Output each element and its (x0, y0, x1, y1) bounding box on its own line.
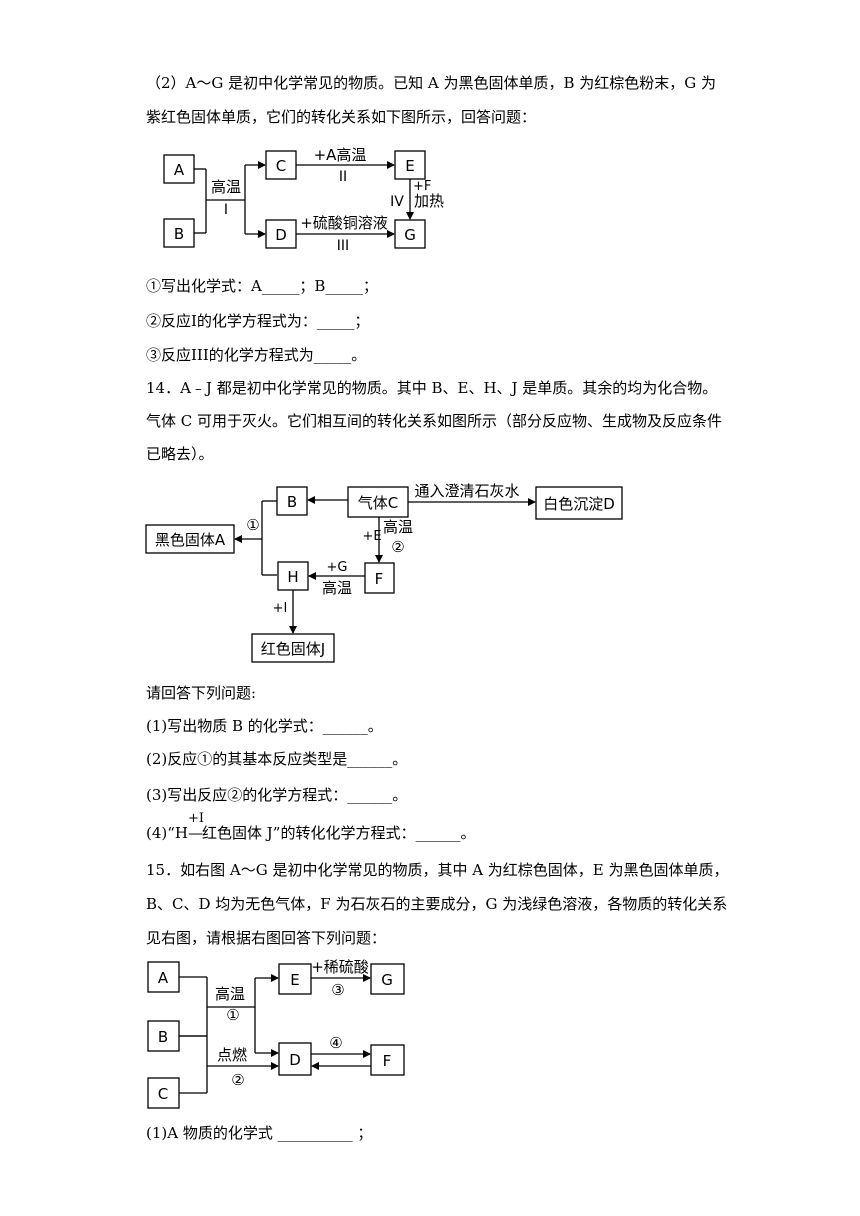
q15-label-e: E (290, 971, 299, 989)
q14-box-d (535, 486, 623, 520)
q14-cond-c-to-f: 高温 (383, 518, 413, 536)
q13-box-g (394, 219, 426, 249)
q15-label-d: D (289, 1051, 301, 1069)
q14-sub1: (1)写出物质 B 的化学式：______。 (146, 717, 383, 735)
q14-cond-e: +E (362, 529, 381, 544)
q14-intro-line1: 14．A﹣J 都是初中化学常见的物质。其中 B、E、H、J 是单质。其余的均为化… (146, 379, 718, 397)
q13-cond-i-top: 高温 (211, 178, 241, 196)
q14-diagram: B 气体C 白色沉淀D 通入澄清石灰水 黑色固体A ① +E 高温 ② F H … (145, 482, 623, 663)
q14-label-f: F (375, 570, 384, 588)
q14-sub4-pre: (4)“H (146, 824, 188, 842)
q13-cond-iv-f: +F (413, 179, 431, 194)
q15-cond-1-num: ① (226, 1006, 239, 1024)
q14-prompt: 请回答下列问题: (146, 684, 257, 702)
q14-reaction-1: ① (246, 516, 259, 534)
q15-box-b (147, 1020, 180, 1052)
q15-box-e (278, 963, 312, 995)
q13-label-a: A (174, 161, 185, 179)
q14-cond-c-to-d: 通入澄清石灰水 (414, 482, 519, 500)
q13-cond-iii-top: +硫酸铜溶液 (300, 214, 388, 232)
q14-label-c: 气体C (358, 494, 398, 512)
q14-intro-line3: 已略去）。 (146, 445, 214, 463)
q13-sub2: ②反应I的化学方程式为：_____； (146, 312, 370, 330)
q14-sub3: (3)写出反应②的化学方程式：______。 (146, 786, 408, 804)
q15-box-g (370, 963, 405, 995)
q13-label-b: B (174, 225, 184, 243)
q15-cond-3-top: +稀硫酸 (311, 958, 369, 976)
q15-label-c: C (158, 1085, 168, 1103)
q13-sub1: ①写出化学式：A_____；B_____； (146, 277, 378, 295)
q13-cond-ii-top: +A高温 (314, 146, 367, 164)
q13-intro-line2: 紫红色固体单质，它们的转化关系如下图所示，回答问题： (146, 108, 537, 126)
q14-label-d: 白色沉淀D (543, 495, 615, 513)
q14-box-j (251, 633, 335, 663)
q14-sub2: (2)反应①的其基本反应类型是______。 (146, 750, 408, 768)
q15-intro-line2: B、C、D 均为无色气体，F 为石灰石的主要成分，G 为浅绿色溶液，各物质的转化… (146, 895, 728, 913)
q13-label-g: G (404, 226, 416, 244)
q14-box-c (347, 486, 409, 518)
q13-label-c: C (276, 157, 286, 175)
q13-intro-line1: （2）A～G 是初中化学常见的物质。已知 A 为黑色固体单质，B 为红棕色粉末，… (146, 74, 717, 92)
q14-box-f (364, 562, 395, 594)
q13-box-d (265, 219, 297, 249)
q14-sub4-post: 红色固体 J”的转化化学方程式：______。 (202, 824, 476, 842)
q15-label-a: A (158, 969, 169, 987)
q15-box-a (147, 961, 180, 993)
q14-sub4-sup: +I (188, 811, 205, 826)
q13-box-b (163, 218, 195, 248)
q13-cond-iv-roman: IV (390, 194, 404, 210)
q14-box-h (277, 561, 309, 591)
q14-sub4-arrow: +I— (188, 811, 205, 842)
q15-box-c (147, 1077, 180, 1109)
q15-cond-3-num: ③ (331, 981, 344, 999)
q14-label-j: 红色固体J (261, 640, 325, 658)
q14-label-a: 黑色固体A (155, 531, 226, 549)
q14-label-h: H (287, 568, 298, 586)
q14-reaction-2: ② (391, 538, 404, 556)
q14-sub4: (4)“H+I—红色固体 J”的转化化学方程式：______。 (146, 811, 476, 843)
q13-label-d: D (275, 226, 287, 244)
q14-cond-i: +I (273, 601, 288, 616)
q13-cond-i-bottom: I (224, 202, 228, 218)
q14-label-b: B (287, 493, 297, 511)
q13-box-c (265, 150, 297, 180)
q15-diagram: A B C 高温 ① 点燃 ② E D +稀硫酸 ③ G ④ F (147, 958, 405, 1109)
q15-sub1: (1)A 物质的化学式 __________ ； (146, 1124, 373, 1142)
q13-sub3: ③反应III的化学方程式为_____。 (146, 346, 367, 364)
q14-cond-g: +G (327, 560, 348, 575)
q15-cond-2-top: 点燃 (217, 1046, 247, 1064)
q15-box-d (278, 1042, 312, 1076)
q14-cond-f-to-h: 高温 (322, 579, 352, 597)
q15-intro-line3: 见右图，请根据右图回答下列问题： (146, 929, 387, 947)
q13-label-e: E (405, 157, 414, 175)
q13-box-a (163, 154, 195, 184)
q15-label-b: B (158, 1028, 168, 1046)
q15-cond-1-top: 高温 (215, 985, 245, 1003)
q13-cond-ii-bottom: II (339, 169, 347, 185)
q15-cond-4-num: ④ (329, 1034, 342, 1052)
q15-cond-2-num: ② (231, 1071, 244, 1089)
q15-intro-line1: 15．如右图 A～G 是初中化学常见的物质，其中 A 为红棕色固体，E 为黑色固… (146, 861, 729, 879)
q14-intro-line2: 气体 C 可用于灭火。它们相互间的转化关系如图所示（部分反应物、生成物及反应条件 (146, 412, 723, 430)
q15-label-f: F (383, 1052, 392, 1070)
q13-cond-iii-bottom: III (337, 238, 349, 254)
q15-box-f (370, 1044, 405, 1076)
q15-label-g: G (381, 971, 393, 989)
q13-cond-iv-heat: 加热 (414, 192, 444, 210)
q13-diagram: A B 高温 I C D +A高温 II +硫酸铜溶液 III E G +F I… (163, 146, 444, 254)
